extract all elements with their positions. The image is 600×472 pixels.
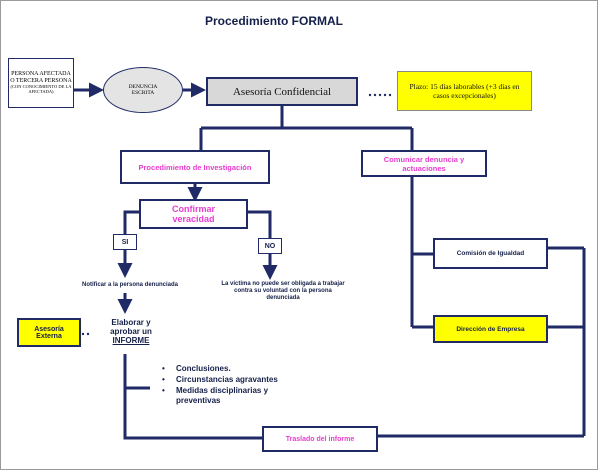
direccion-label: Dirección de Empresa (456, 325, 525, 333)
denuncia-escrita-ellipse: DENUNCIA ESCRITA (103, 67, 183, 113)
bullet-item-label: Conclusiones. (176, 364, 231, 373)
bullet-item-label: Circunstancias agravantes (176, 375, 278, 385)
page-title: Procedimiento FORMAL (205, 14, 344, 28)
line-to-si (123, 210, 139, 234)
line-informe-bullets (123, 354, 150, 390)
line-to-traslado-left (123, 388, 262, 440)
informe-label: INFORME (112, 336, 150, 346)
victima-text: La víctima no puede ser obligada a traba… (221, 281, 345, 301)
asesoria-confidencial-label: Asesoría Confidencial (232, 85, 332, 98)
persona-afectada-box: PERSONA AFECTADA O TERCERA PERSONA (CON … (8, 58, 74, 108)
bullet-item-label: Medidas disciplinarias y preventivas (176, 386, 269, 405)
asesoria-externa-box: Asesoría Externa (17, 318, 81, 347)
notificar-text: Notificar a la persona denunciada (81, 282, 179, 288)
procedimiento-label: Procedimiento de Investigación (138, 162, 252, 172)
bullet-item: •Medidas disciplinarias y preventivas (162, 386, 269, 405)
bullet-item: •Circunstancias agravantes (162, 375, 278, 385)
informe-bullet-list: •Conclusiones. •Circunstancias agravante… (162, 364, 302, 405)
traslado-informe-box: Traslado del informe (262, 426, 378, 452)
bullet-item: •Conclusiones. (162, 364, 231, 373)
denuncia-label: DENUNCIA ESCRITA (128, 84, 158, 96)
no-label: NO (264, 242, 276, 250)
plazo-box: Plazo: 15 días laborables (+3 días en ca… (397, 71, 532, 111)
comunicar-denuncia-box: Comunicar denuncia y actuaciones (361, 150, 487, 177)
direccion-empresa-box: Dirección de Empresa (433, 315, 548, 343)
persona-line-2: O TERCERA PERSONA (10, 78, 72, 85)
confirmar-veracidad-box: Confirmar veracidad (139, 199, 248, 229)
persona-line-3: (CON CONOCIMIENTO DE LA AFECTADA) (10, 83, 72, 94)
elaborar-label: Elaborar y aprobar un (110, 318, 152, 337)
line-to-no (248, 210, 272, 238)
elaborar-informe-text: Elaborar y aprobar un INFORME (100, 318, 162, 346)
asesoria-confidencial-box: Asesoría Confidencial (206, 77, 358, 106)
no-box: NO (258, 238, 282, 254)
confirmar-label: Confirmar veracidad (171, 204, 215, 224)
si-box: SI (113, 234, 137, 250)
traslado-label: Traslado del informe (285, 435, 355, 443)
comision-igualdad-box: Comisión de Igualdad (433, 238, 548, 269)
persona-line-1: PERSONA AFECTADA (11, 71, 71, 78)
asesoria-externa-label: Asesoría Externa (34, 325, 64, 340)
comunicar-label: Comunicar denuncia y actuaciones (383, 154, 465, 173)
plazo-label: Plazo: 15 días laborables (+3 días en ca… (409, 82, 520, 100)
comision-label: Comisión de Igualdad (456, 250, 525, 257)
si-label: SI (121, 238, 129, 246)
procedimiento-investigacion-box: Procedimiento de Investigación (120, 150, 270, 184)
